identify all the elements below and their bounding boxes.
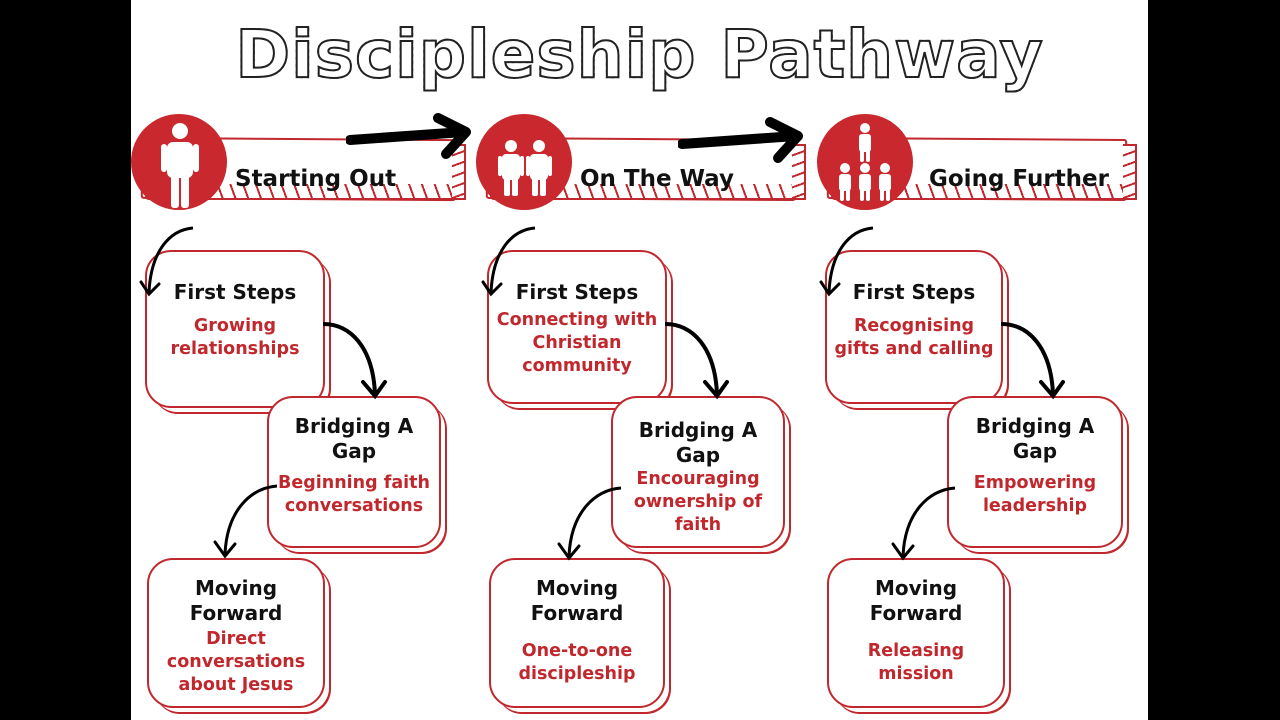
- curved-arrow-icon: [213, 484, 278, 559]
- curved-arrow-icon: [819, 226, 874, 297]
- step-heading: Moving Forward: [189, 576, 283, 625]
- step-heading: First Steps: [515, 280, 639, 304]
- step-subtitle: Recognising gifts and calling: [834, 316, 994, 359]
- step-card-first-steps: First Steps Growing relationships: [145, 250, 332, 415]
- arrow-right-icon: [346, 113, 471, 159]
- stage-label: Going Further: [929, 166, 1110, 192]
- step-card-bridging-a-gap: Bridging A Gap Empowering leadership: [947, 396, 1130, 555]
- step-subtitle: Beginning faith conversations: [278, 473, 430, 516]
- header-banner-side: [1123, 144, 1137, 200]
- step-card-moving-forward: Moving Forward Releasing mission: [827, 558, 1012, 715]
- step-heading: Bridging A Gap: [975, 414, 1095, 463]
- step-subtitle: Releasing mission: [867, 641, 965, 684]
- stage-header-starting-out: Starting Out: [131, 108, 466, 210]
- step-subtitle: Direct conversations about Jesus: [166, 629, 306, 695]
- step-card-moving-forward: Moving Forward One-to-one discipleship: [489, 558, 672, 715]
- stage-label: Starting Out: [235, 166, 397, 192]
- diagram-canvas: Discipleship Pathway Starting Out: [131, 0, 1148, 720]
- step-card-bridging-a-gap: Bridging A Gap Encouraging ownership of …: [611, 396, 792, 555]
- curved-arrow-icon: [557, 486, 622, 561]
- curved-arrow-icon: [1000, 322, 1065, 400]
- step-heading: Bridging A Gap: [294, 414, 414, 463]
- step-subtitle: One-to-one discipleship: [518, 641, 636, 684]
- step-subtitle: Growing relationships: [170, 316, 300, 359]
- curved-arrow-icon: [664, 322, 729, 400]
- two-people-icon: [476, 114, 572, 210]
- step-heading: First Steps: [173, 280, 297, 304]
- step-heading: First Steps: [852, 280, 976, 304]
- step-subtitle: Connecting with Christian community: [496, 310, 658, 376]
- curved-arrow-icon: [891, 486, 956, 561]
- stage-header-on-the-way: On The Way: [476, 108, 806, 210]
- step-card-first-steps: First Steps Connecting with Christian co…: [487, 250, 674, 411]
- curved-arrow-icon: [481, 226, 536, 297]
- step-subtitle: Empowering leadership: [973, 473, 1097, 516]
- page-title: Discipleship Pathway: [131, 10, 1148, 100]
- stage-header-going-further: Going Further: [817, 108, 1137, 210]
- leader-group-icon: [817, 114, 913, 210]
- step-subtitle: Encouraging ownership of faith: [633, 469, 763, 535]
- step-heading: Moving Forward: [869, 576, 963, 625]
- step-card-moving-forward: Moving Forward Direct conversations abou…: [147, 558, 332, 715]
- curved-arrow-icon: [322, 322, 387, 400]
- arrow-right-icon: [678, 117, 803, 163]
- step-card-first-steps: First Steps Recognising gifts and callin…: [825, 250, 1010, 411]
- curved-arrow-icon: [139, 226, 194, 297]
- single-person-icon: [131, 114, 227, 210]
- header-banner-side: [792, 144, 806, 200]
- stage-label: On The Way: [580, 166, 734, 192]
- step-heading: Bridging A Gap: [638, 418, 758, 467]
- step-card-bridging-a-gap: Bridging A Gap Beginning faith conversat…: [267, 396, 448, 555]
- step-heading: Moving Forward: [530, 576, 624, 625]
